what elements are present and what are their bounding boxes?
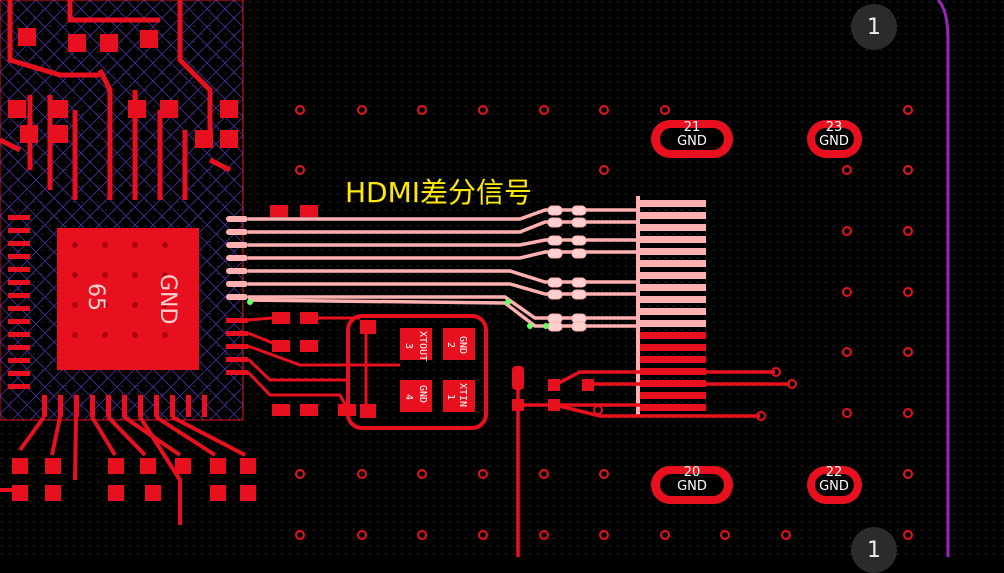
- mounting-pad-23[interactable]: 23 GND: [808, 121, 860, 149]
- mounting-pad-20[interactable]: 20 GND: [666, 466, 718, 494]
- pad-number: 23: [825, 120, 843, 135]
- hdmi-annotation: HDMI差分信号: [345, 176, 533, 209]
- pin-marker-bottom: 1: [851, 527, 897, 573]
- pad-net: GND: [819, 134, 849, 149]
- pin-marker-top: 1: [851, 4, 897, 50]
- pcb-canvas[interactable]: [0, 0, 1004, 557]
- crystal-pin1-num: 1: [445, 394, 456, 401]
- pad-net: GND: [819, 479, 849, 494]
- ic-pad-number: 65: [83, 283, 108, 311]
- crystal-pin4-name: GND: [417, 385, 428, 404]
- crystal-pin4-num: 4: [403, 394, 414, 401]
- crystal-pin2-name: GND: [457, 336, 468, 355]
- crystal-pin1-name: XTIN: [457, 383, 468, 408]
- crystal-pin3-name: XTOUT: [417, 331, 428, 362]
- crystal-pin2-num: 2: [445, 342, 456, 349]
- pad-number: 21: [683, 120, 701, 135]
- ic-pad-net: GND: [155, 274, 180, 325]
- crystal-pin3-num: 3: [403, 343, 414, 350]
- mounting-pad-22[interactable]: 22 GND: [808, 466, 860, 494]
- mounting-pad-21[interactable]: 21 GND: [666, 121, 718, 149]
- pad-number: 20: [683, 465, 701, 480]
- pad-number: 22: [825, 465, 843, 480]
- pad-net: GND: [677, 134, 707, 149]
- pad-net: GND: [677, 479, 707, 494]
